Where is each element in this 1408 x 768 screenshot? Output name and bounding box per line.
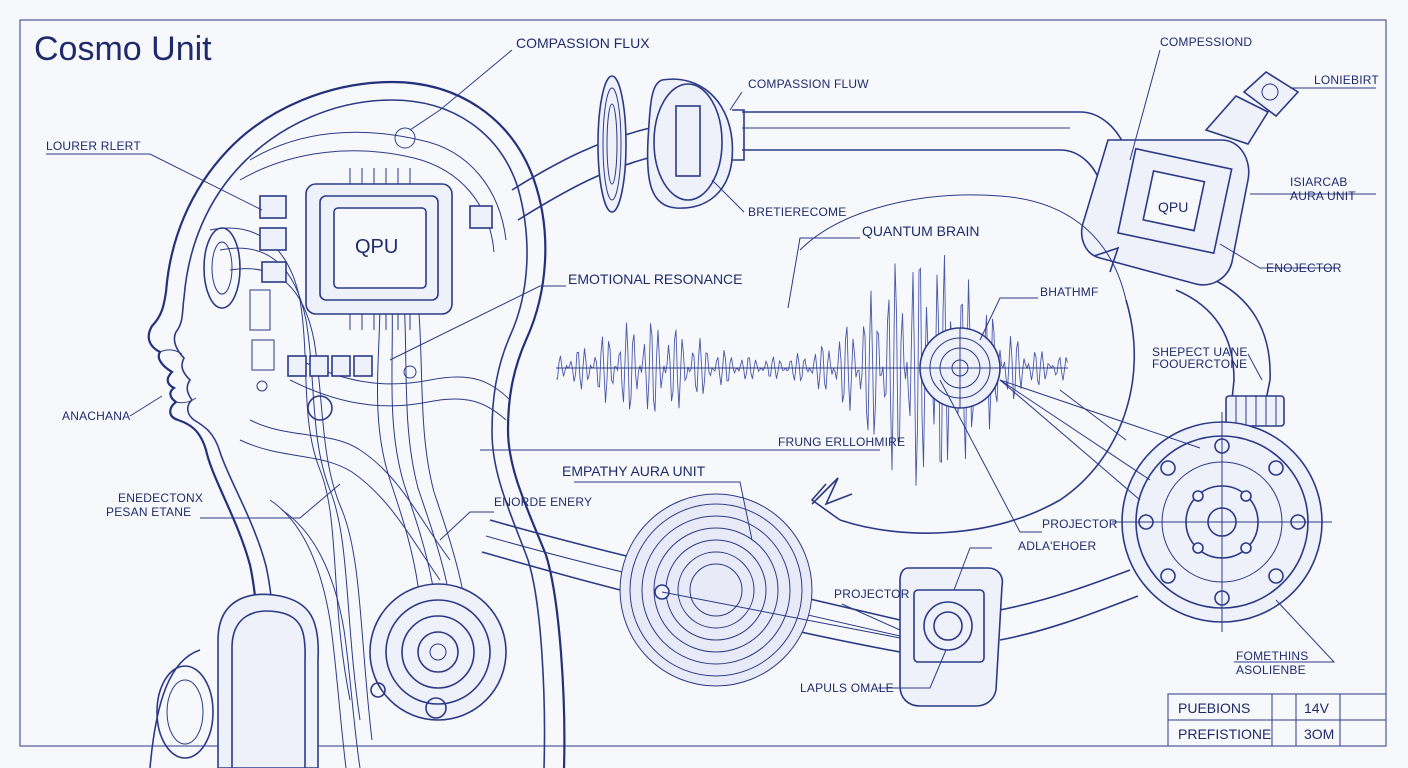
- label-emotional-resonance: EMOTIONAL RESONANCE: [568, 271, 743, 287]
- label-projector-mid: PROJECTOR: [834, 587, 910, 601]
- label-enedectonx: ENEDECTONX: [118, 491, 203, 505]
- drawing-frame: [19, 19, 1387, 747]
- label-bhathmf: BHATHMF: [1040, 285, 1099, 299]
- projector-box: [899, 567, 1004, 707]
- head-silhouette: [147, 80, 566, 768]
- title-block: PUEBIONS 14V PREFISTIONE 3OM: [1167, 693, 1387, 747]
- qpu-head-chip: QPU: [305, 168, 453, 330]
- compassion-flux-lens: [597, 75, 627, 213]
- page-title: Cosmo Unit: [34, 30, 212, 68]
- title-block-row-1-value: 14V: [1304, 700, 1330, 716]
- label-enorde-enery: ENORDE ENERY: [494, 495, 592, 509]
- label-projector-right: PROJECTOR: [1042, 517, 1118, 531]
- qpu-right-label: QPU: [1158, 199, 1188, 215]
- label-frung-erllohmire: FRUNG ERLLOHMIRE: [778, 435, 905, 449]
- label-asolienbe: ASOLIENBE: [1236, 663, 1306, 677]
- shoulder-pad: [149, 593, 320, 768]
- title-block-row-1-name: PUEBIONS: [1178, 700, 1250, 716]
- label-fomethins: FOMETHINS: [1236, 649, 1308, 663]
- label-aura-unit: AURA UNIT: [1290, 189, 1356, 203]
- label-foouerctone: FOOUERCTONE: [1152, 357, 1247, 371]
- label-compassion-flux-small: COMPASSION FLUW: [748, 77, 869, 91]
- qpu-aura-unit: QPU: [1080, 71, 1300, 286]
- label-quantum-brain: QUANTUM BRAIN: [862, 223, 979, 239]
- label-adla-ehoer: ADLA'EHOER: [1018, 539, 1096, 553]
- qpu-head-label: QPU: [355, 236, 398, 258]
- label-shepect-uane: SHEPECT UANE: [1152, 345, 1248, 359]
- callout-labels: COMPASSION FLUX COMPASSION FLUW COMPESSI…: [46, 35, 1379, 695]
- label-compessiond: COMPESSIOND: [1160, 35, 1252, 49]
- quantum-brain-bubble: [799, 194, 1136, 534]
- projection-rays: [661, 379, 1201, 639]
- neck-speaker: [369, 583, 507, 721]
- leader-lines: [46, 49, 1376, 689]
- label-loniebirt: LONIEBIRT: [1314, 73, 1379, 87]
- title-block-row-2-name: PREFISTIONE: [1178, 726, 1271, 742]
- compassion-flux-module: [646, 78, 745, 209]
- circuit-chips: [249, 195, 493, 377]
- empathy-aura-sphere: [619, 477, 853, 687]
- label-anachana: ANACHANA: [62, 409, 130, 423]
- quantum-brain-sphere: [919, 327, 1001, 409]
- label-bretierecome: BRETIERECOME: [748, 205, 846, 219]
- label-enojector: ENOJECTOR: [1266, 261, 1342, 275]
- label-isiarcab: ISIARCAB: [1290, 175, 1348, 189]
- label-lourer-rlert: LOURER RLERT: [46, 139, 141, 153]
- label-empathy-aura-unit: EMPATHY AURA UNIT: [562, 463, 706, 479]
- label-compassion-flux: COMPASSION FLUX: [516, 35, 650, 51]
- title-block-row-2-value: 3OM: [1304, 726, 1334, 742]
- label-pesan-etane: PESAN ETANE: [106, 505, 191, 519]
- projector-rotor: [1112, 395, 1332, 632]
- label-lapuls-omale: LAPULS OMALE: [800, 681, 894, 695]
